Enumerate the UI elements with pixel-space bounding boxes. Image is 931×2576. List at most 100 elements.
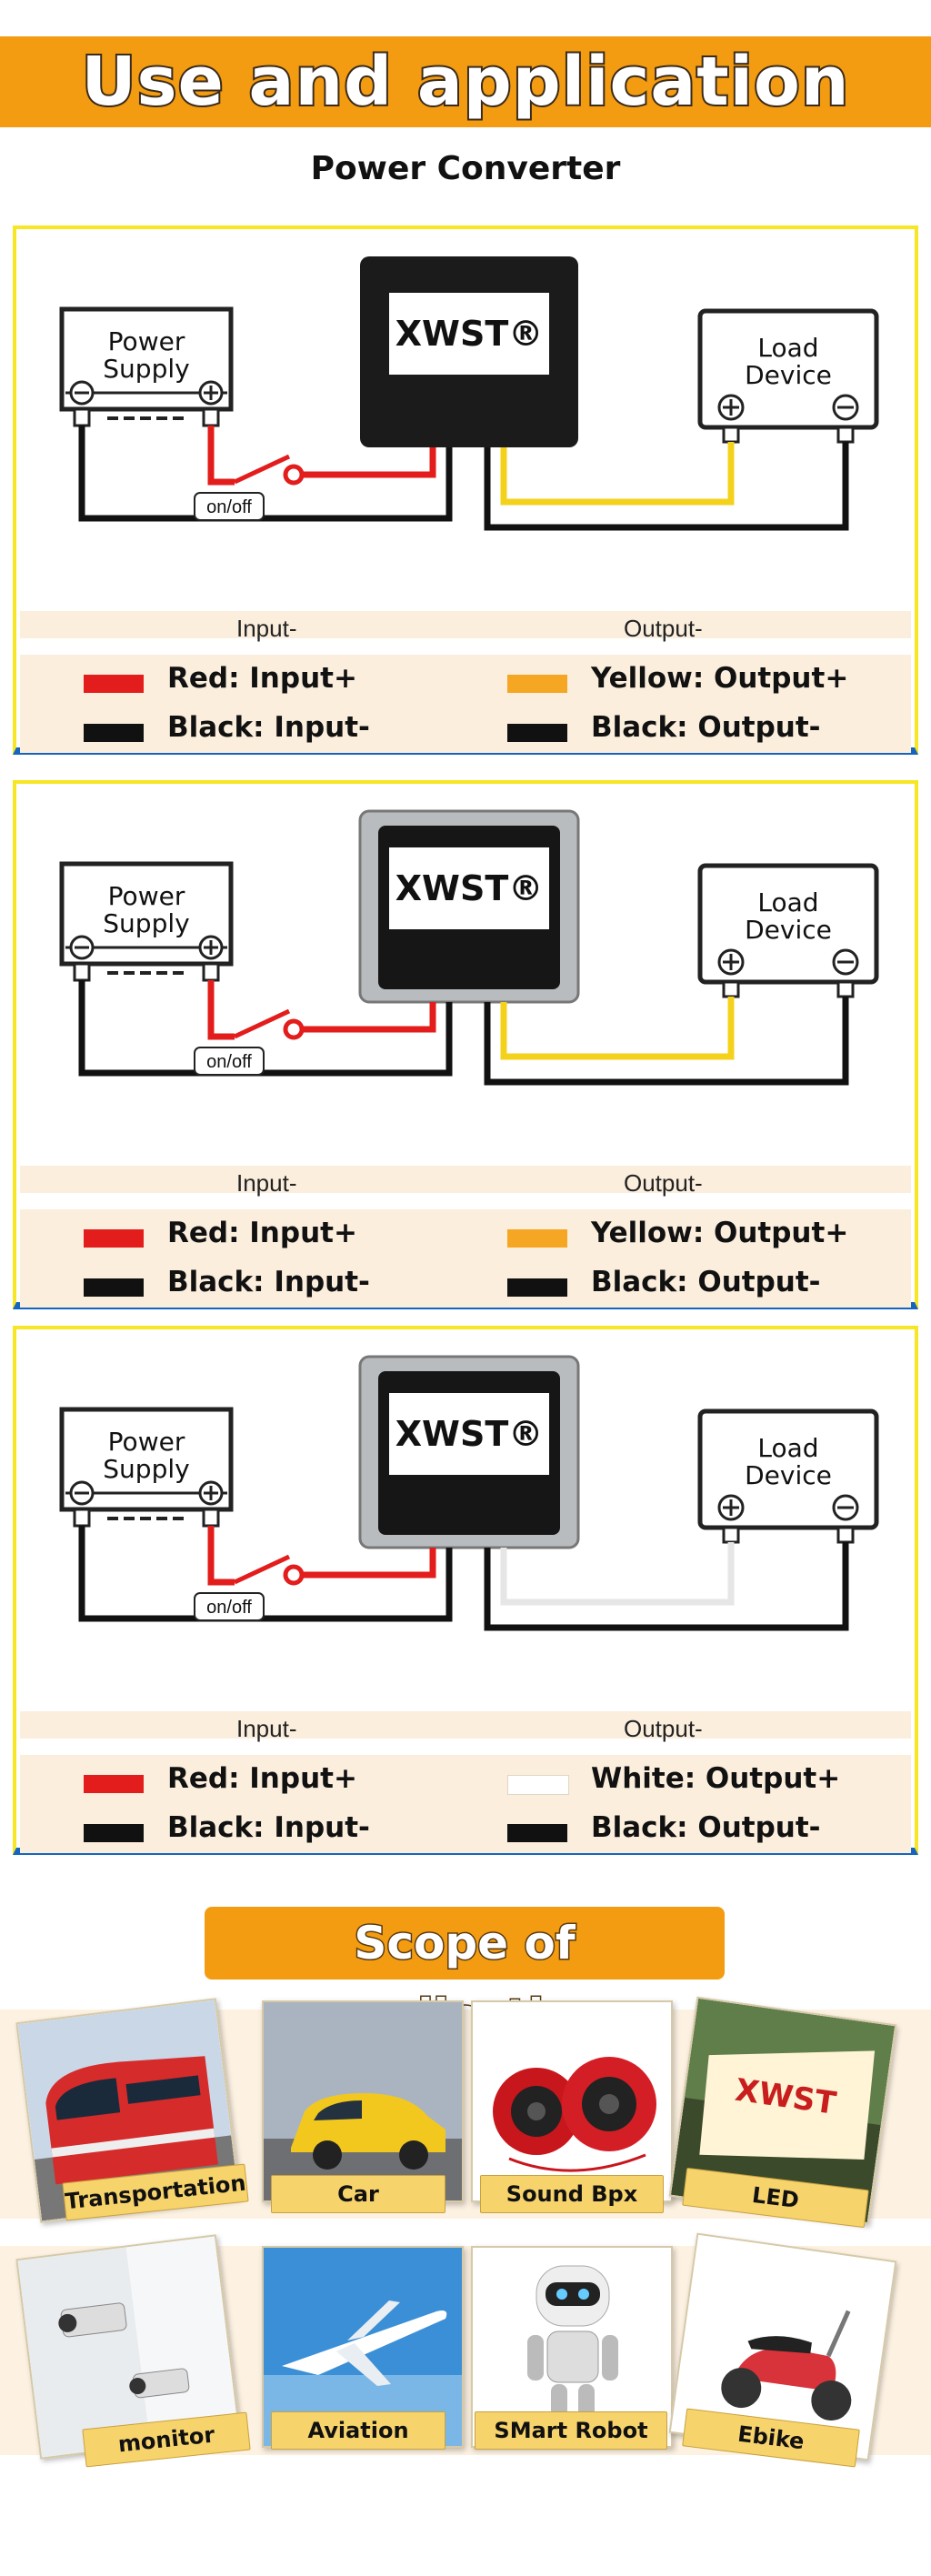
svg-text:Load: Load (757, 1433, 818, 1463)
scope-label: Car (271, 2175, 445, 2213)
black-output-wire (484, 442, 849, 531)
page-title: Use and application (79, 41, 850, 123)
black-input-wire (78, 980, 453, 1077)
legend-red: Red: Input+ (167, 1762, 357, 1795)
output-label: Output- (624, 1169, 703, 1197)
led-sign-icon: XWST (670, 1998, 896, 2223)
legend-output-plus: Yellow: Output+ (591, 1217, 849, 1249)
scope-label: Sound Bpx (480, 2175, 664, 2213)
power-supply-icon: Power Supply (59, 861, 234, 982)
scope-label: SMart Robot (475, 2411, 667, 2450)
output-label: Output- (624, 1715, 703, 1742)
svg-text:on/off: on/off (206, 1052, 252, 1072)
svg-text:XWST®: XWST® (395, 868, 544, 908)
svg-text:on/off: on/off (206, 1598, 252, 1618)
scope-card-scooter (668, 2232, 897, 2461)
red-swatch (84, 675, 144, 693)
scope-card-camera (15, 2234, 241, 2460)
legend-black-output: Black: Output- (591, 1811, 821, 1844)
wiring-diagram: Power Supply Load Device (59, 809, 879, 1086)
wiring-panel-1: Power Supply Load Device (13, 226, 918, 755)
svg-text:Load: Load (757, 887, 818, 917)
red-input-wire-b (302, 1002, 436, 1033)
output-swatch (507, 675, 567, 693)
switch-label-tag: on/off (194, 1047, 265, 1076)
wiring-diagram: Power Supply Load Device (59, 1355, 879, 1631)
svg-text:Power: Power (108, 1427, 185, 1457)
switch-lever (233, 454, 291, 485)
switch-lever (233, 1554, 291, 1585)
speaker-icon (473, 2002, 671, 2200)
red-input-wire-b (302, 447, 436, 478)
svg-text:Power: Power (108, 881, 185, 911)
terminal-label-strip: Input- Output- (20, 1166, 911, 1197)
wiring-diagram: Power Supply Load Device (59, 256, 879, 531)
black-swatch (84, 1278, 144, 1297)
wiring-panel-2: Power Supply Load Device (13, 780, 918, 1309)
legend-red: Red: Input+ (167, 662, 357, 695)
wire-legend: Red: Input+ Black: Input- Yellow: Output… (20, 1209, 911, 1308)
page-subtitle: Power Converter (310, 150, 621, 187)
wiring-panel-3: Power Supply Load Device (13, 1326, 918, 1855)
switch-lever (233, 1008, 291, 1039)
black-swatch (84, 1824, 144, 1842)
legend-output-plus: White: Output+ (591, 1762, 841, 1795)
svg-text:Supply: Supply (103, 1454, 189, 1484)
legend-black-input: Black: Input- (167, 1811, 370, 1844)
camera-icon (17, 2236, 239, 2458)
svg-text:Load: Load (757, 333, 818, 363)
scope-card-speaker (471, 2000, 673, 2202)
red-swatch (84, 1229, 144, 1248)
svg-text:Supply: Supply (103, 354, 189, 384)
legend-black-output: Black: Output- (591, 1266, 821, 1298)
svg-text:Device: Device (745, 1460, 832, 1490)
scope-card-car (262, 2000, 464, 2202)
title-banner: Use and application (0, 36, 931, 127)
load-device-icon: Load Device (697, 308, 879, 444)
input-label: Input- (236, 1169, 297, 1197)
svg-text:Power: Power (108, 326, 185, 356)
wire-legend: Red: Input+ Black: Input- Yellow: Output… (20, 655, 911, 753)
red-swatch (84, 1775, 144, 1793)
red-input-wire-a (207, 426, 235, 486)
output-plus-wire (500, 997, 735, 1060)
output-swatch (507, 1229, 567, 1248)
black-input-wire (78, 1526, 453, 1622)
svg-text:Supply: Supply (103, 908, 189, 938)
red-input-wire-b (302, 1548, 436, 1579)
output-label: Output- (624, 615, 703, 642)
svg-text:Device: Device (745, 915, 832, 945)
legend-output-plus: Yellow: Output+ (591, 662, 849, 695)
power-supply-icon: Power Supply (59, 306, 234, 427)
black-output-swatch (507, 1278, 567, 1297)
converter-module: XWST® (358, 809, 580, 1004)
load-device-icon: Load Device (697, 863, 879, 998)
legend-black-input: Black: Input- (167, 711, 370, 744)
legend-black-output: Black: Output- (591, 711, 821, 744)
car-icon (264, 2002, 462, 2200)
terminal-label-strip: Input- Output- (20, 1711, 911, 1742)
output-plus-wire (500, 1542, 735, 1606)
scope-card-led-sign: XWST (668, 1996, 897, 2225)
output-plus-wire (500, 442, 735, 506)
scope-label: Aviation (271, 2411, 445, 2450)
black-output-swatch (507, 724, 567, 742)
input-label: Input- (236, 1715, 297, 1742)
converter-module: XWST® (360, 256, 578, 447)
scooter-icon (670, 2234, 896, 2460)
svg-text:Device: Device (745, 360, 832, 390)
switch-label-tag: on/off (194, 492, 265, 521)
svg-text:on/off: on/off (206, 497, 252, 517)
output-swatch (507, 1775, 569, 1795)
svg-text:XWST®: XWST® (395, 1414, 544, 1454)
converter-module: XWST® (358, 1355, 580, 1549)
terminal-label-strip: Input- Output- (20, 611, 911, 642)
scope-title-badge: Scope of application (205, 1907, 725, 2044)
wire-legend: Red: Input+ Black: Input- White: Output+… (20, 1755, 911, 1853)
legend-red: Red: Input+ (167, 1217, 357, 1249)
black-output-wire (484, 997, 849, 1086)
power-supply-icon: Power Supply (59, 1407, 234, 1528)
black-swatch (84, 724, 144, 742)
input-label: Input- (236, 615, 297, 642)
black-input-wire (78, 426, 453, 522)
